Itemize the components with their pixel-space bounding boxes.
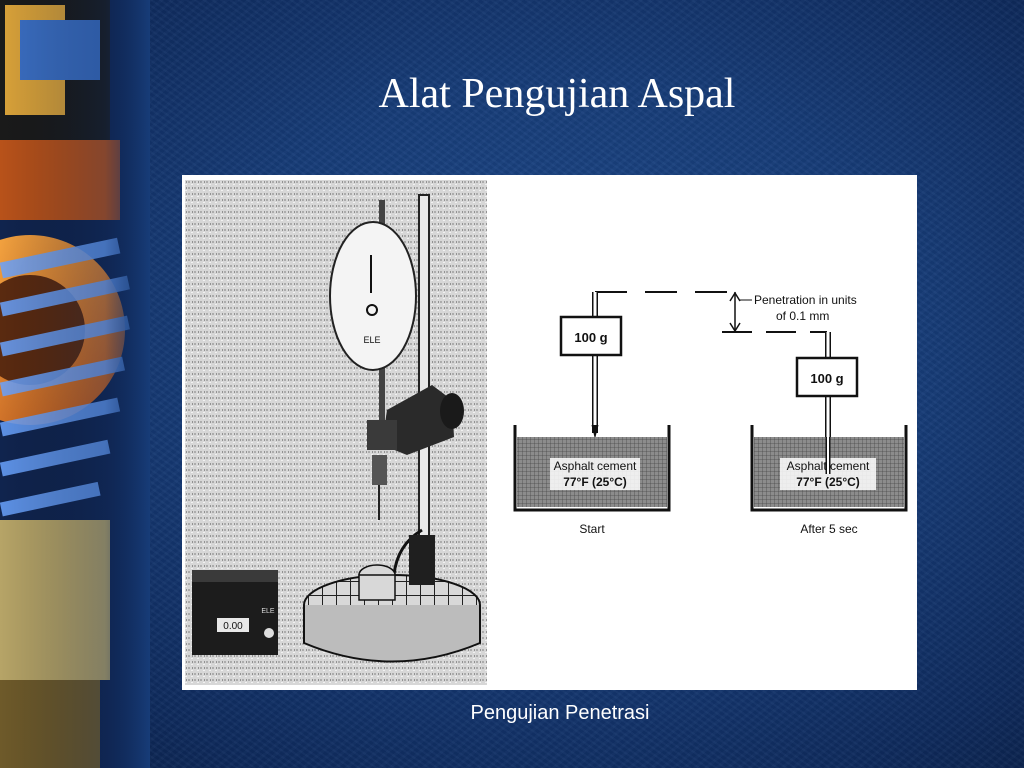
start-material-line1: Asphalt cement <box>554 459 637 473</box>
device-label: ELE <box>261 608 275 615</box>
dial-label: ELE <box>363 335 380 345</box>
penetrometer-photo: ELE 0.00 ELE <box>185 180 487 685</box>
figure-caption: Pengujian Penetrasi <box>470 702 650 724</box>
start-weight-label: 100 g <box>574 330 607 345</box>
penetration-label-line1: Penetration in units <box>754 293 857 307</box>
start-label: Start <box>579 522 605 536</box>
decorative-left-artwork <box>0 0 150 768</box>
penetration-schematic <box>513 291 908 512</box>
schematic-labels: Penetration in units of 0.1 mm 100 g Asp… <box>554 293 870 536</box>
slide-title: Alat Pengujian Aspal <box>378 71 736 117</box>
after-weight-label: 100 g <box>810 371 843 386</box>
penetration-label-line2: of 0.1 mm <box>776 309 829 323</box>
gear-artwork-icon <box>0 0 150 768</box>
after-label: After 5 sec <box>800 522 857 536</box>
meter-reading: 0.00 <box>223 621 243 632</box>
start-material-line2: 77°F (25°C) <box>563 475 627 489</box>
after-material-line2: 77°F (25°C) <box>796 475 860 489</box>
penetration-figure-svg: ELE 0.00 ELE <box>185 180 908 685</box>
penetration-test-figure: ELE 0.00 ELE <box>182 175 917 690</box>
after-material-line1: Asphalt cement <box>787 459 870 473</box>
